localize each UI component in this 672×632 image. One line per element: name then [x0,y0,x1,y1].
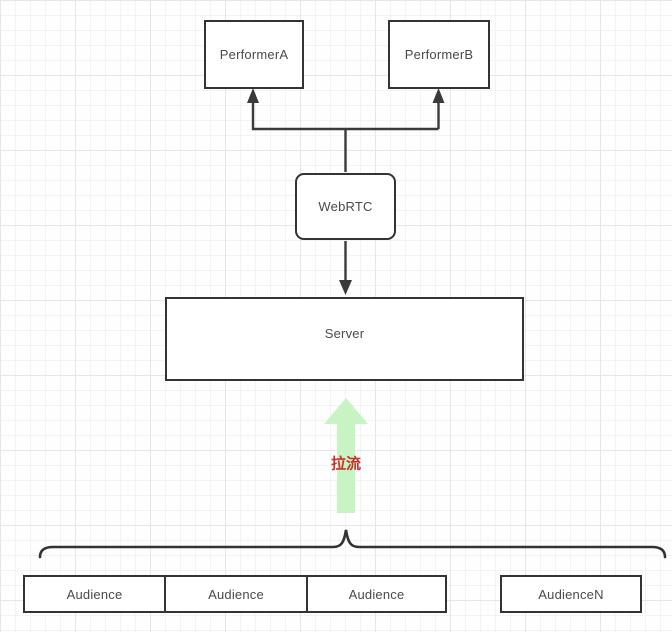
node-webrtc-label: WebRTC [318,199,373,214]
audience-brace [38,529,667,559]
node-audience-2: Audience [164,575,308,613]
node-audience-1: Audience [23,575,166,613]
node-audience-2-label: Audience [208,586,264,602]
node-performer-b: PerformerB [388,20,490,89]
arrowhead-performer-b [432,88,445,103]
node-server-label: Server [324,325,365,341]
arrowhead-performer-a [247,88,259,103]
pull-stream-label: 拉流 [330,455,362,473]
node-performer-b-label: PerformerB [404,47,474,62]
node-webrtc: WebRTC [295,173,396,240]
node-audience-n: AudienceN [500,575,642,613]
arrowhead-server [339,280,352,295]
node-performer-a: PerformerA [204,20,304,89]
node-audience-n-label: AudienceN [538,586,604,602]
connector-webrtc-to-performers [251,93,440,172]
node-audience-3-label: Audience [348,586,405,602]
node-audience-1-label: Audience [66,586,123,602]
node-audience-3: Audience [306,575,447,613]
node-performer-a-label: PerformerA [219,47,289,62]
node-server: Server [165,297,524,381]
